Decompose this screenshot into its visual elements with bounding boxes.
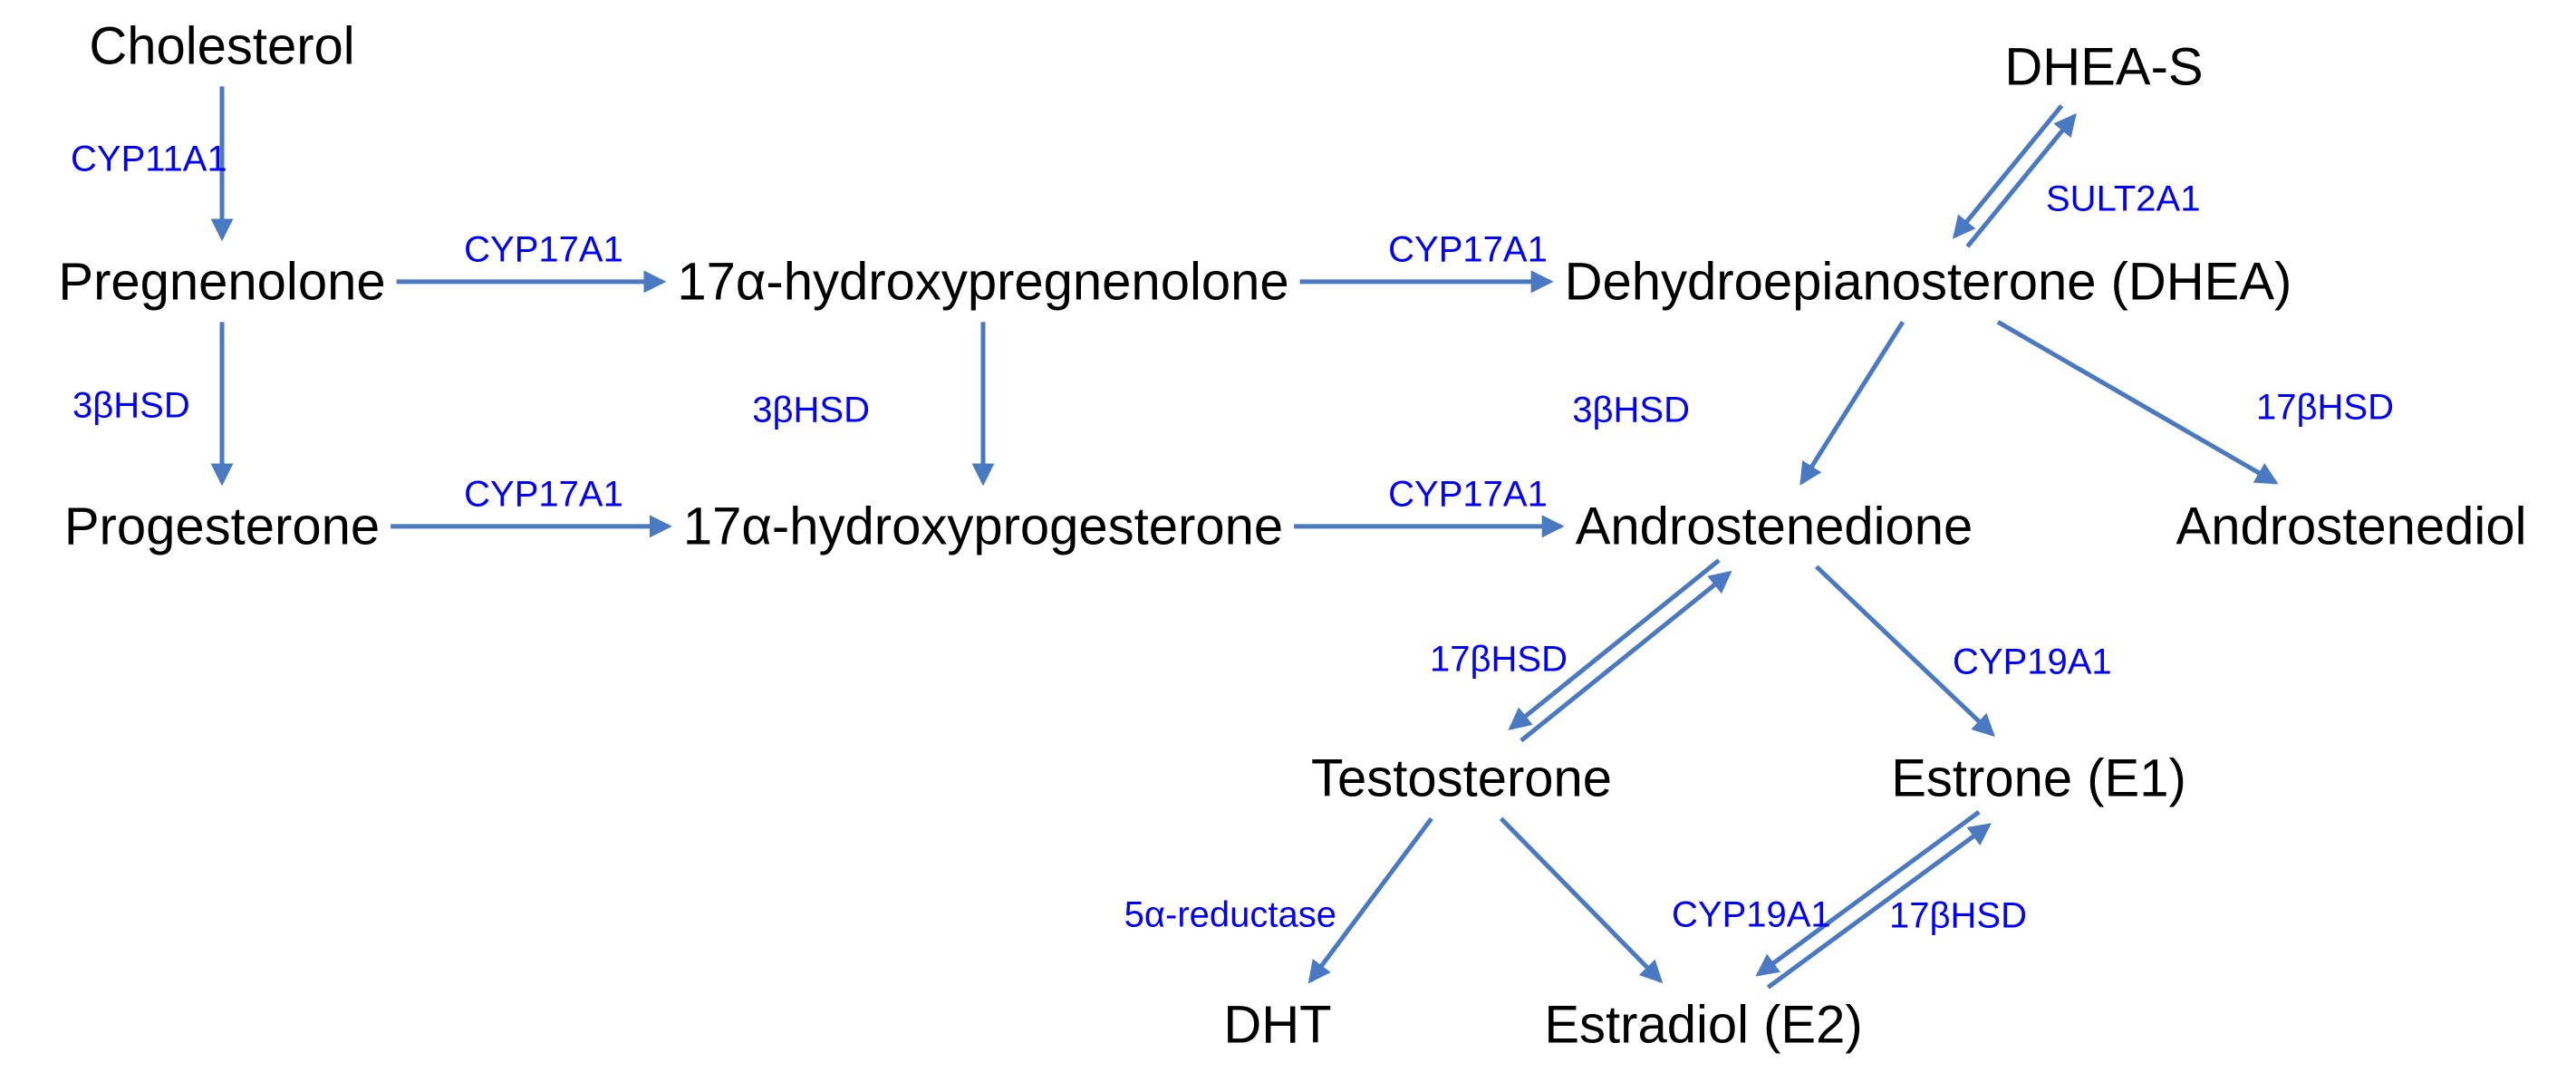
metabolite-estrone: Estrone (E1)	[1891, 748, 2186, 807]
enzyme-label-andro-testo: 17βHSD	[1430, 640, 1568, 680]
edge-testo-to-estradiol	[1499, 816, 1664, 984]
enzyme-label-dhea-to-dheas: SULT2A1	[2046, 179, 2200, 219]
metabolite-dhea: Dehydroepianosterone (DHEA)	[1565, 252, 2292, 311]
enzyme-label-estrone-estradiol: 17βHSD	[1889, 896, 2027, 936]
enzyme-label-andro-to-estrone: CYP19A1	[1953, 642, 2112, 682]
metabolite-pregnenolone: Pregnenolone	[58, 252, 385, 311]
enzyme-label-testo-to-estradiol: CYP19A1	[1672, 895, 1831, 935]
metabolite-testosterone: Testosterone	[1311, 748, 1612, 807]
enzyme-label-prog-to-17ohprog: CYP17A1	[464, 475, 623, 515]
enzyme-label-chol-to-preg: CYP11A1	[71, 140, 227, 179]
metabolite-progesterone: Progesterone	[64, 497, 380, 555]
enzyme-label-17ohp-to-17ohprog: 3βHSD	[752, 391, 870, 430]
enzyme-label-dhea-to-androstenediol: 17βHSD	[2256, 388, 2394, 428]
edges-layer	[210, 86, 2279, 990]
edge-testo-to-dht	[1307, 816, 1433, 984]
enzyme-label-testo-to-dht: 5α-reductase	[1124, 895, 1336, 935]
metabolite-estradiol: Estradiol (E2)	[1544, 995, 1862, 1054]
arrow	[1996, 320, 2279, 485]
enzyme-labels-layer: CYP11A13βHSDCYP17A1CYP17A13βHSDCYP17A1CY…	[71, 140, 2394, 936]
arrow-reverse	[1520, 570, 1732, 743]
arrow	[1799, 320, 1905, 486]
edge-dhea-to-androstenediol	[1996, 320, 2279, 485]
arrow-forward	[1965, 112, 2077, 248]
edge-estrone-estradiol	[1755, 810, 1992, 990]
metabolite-dhea_s: DHEA-S	[2004, 37, 2203, 96]
arrow	[1815, 565, 1995, 738]
metabolite-17a_hydroxyprogesterone: 17α-hydroxyprogesterone	[683, 497, 1283, 555]
edge-andro-to-estrone	[1815, 565, 1995, 738]
arrow	[1499, 816, 1664, 984]
metabolite-androstenediol: Androstenediol	[2176, 497, 2527, 555]
metabolite-cholesterol: Cholesterol	[89, 16, 354, 75]
edge-dhea-to-andro	[1799, 320, 1905, 486]
arrow-forward	[1508, 558, 1721, 730]
metabolite-17a_hydroxypregnenolone: 17α-hydroxypregnenolone	[677, 252, 1288, 311]
edge-andro-testo	[1508, 558, 1732, 743]
metabolite-androstenedione: Androstenedione	[1576, 497, 1973, 555]
enzyme-label-17ohprog-to-andro: CYP17A1	[1388, 475, 1548, 515]
metabolite-dht: DHT	[1223, 995, 1331, 1054]
enzyme-label-preg-to-prog: 3βHSD	[72, 386, 190, 426]
enzyme-label-dhea-to-andro: 3βHSD	[1572, 391, 1690, 430]
arrow	[1307, 816, 1433, 984]
arrow-forward	[1755, 810, 1981, 977]
enzyme-label-preg-to-17ohp: CYP17A1	[464, 230, 623, 270]
edge-dhea-to-dheas	[1952, 104, 2077, 248]
enzyme-label-17ohp-to-dhea: CYP17A1	[1388, 230, 1548, 270]
arrow-reverse	[1952, 104, 2064, 239]
arrow-reverse	[1766, 823, 1992, 990]
